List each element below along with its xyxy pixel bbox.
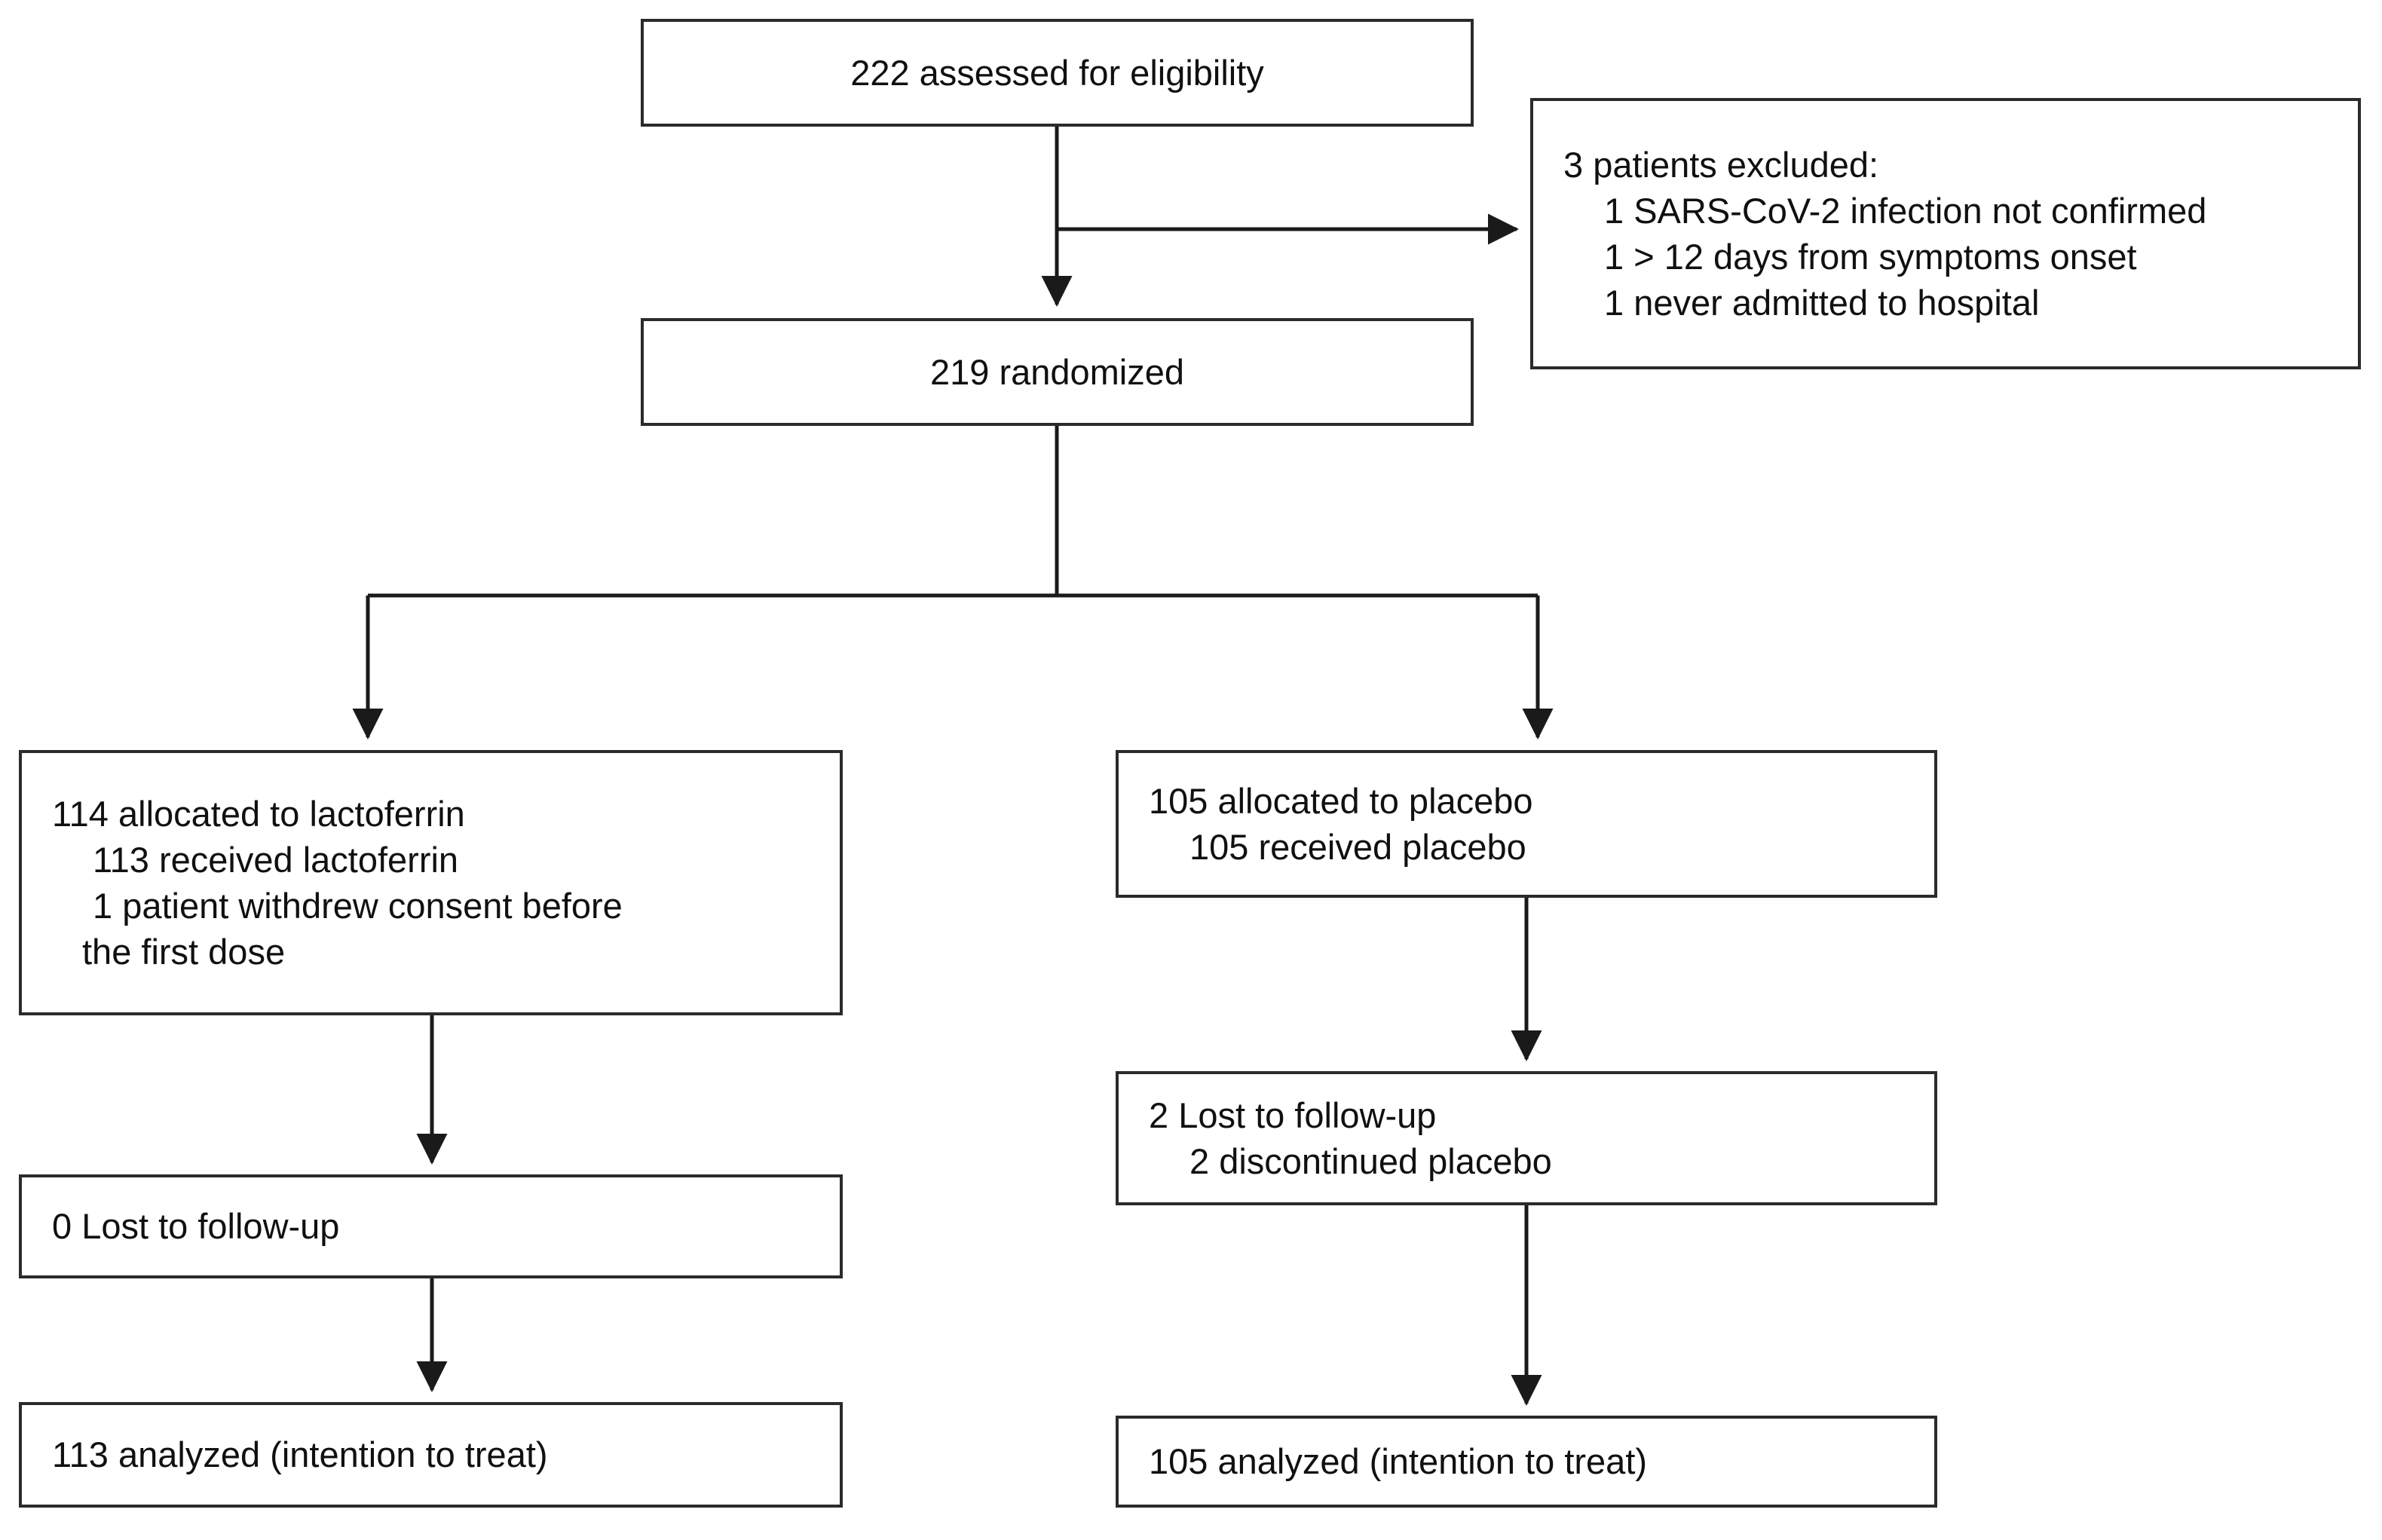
- box-line: 114 allocated to lactoferrin: [52, 793, 465, 834]
- box-line: 105 allocated to placebo: [1149, 780, 1533, 821]
- randomized-box: 219 randomized: [641, 318, 1474, 426]
- box-line: 1 patient withdrew consent before: [93, 886, 623, 926]
- randomized-split-connector: [368, 426, 1538, 598]
- box-line: 105 received placebo: [1189, 827, 1526, 867]
- box-line: 222 assessed for eligibility: [850, 52, 1264, 93]
- box-line: 219 randomized: [929, 351, 1185, 392]
- box-line: 113 analyzed (intention to treat): [52, 1434, 548, 1475]
- box-line: 113 received lactoferrin: [93, 839, 459, 880]
- assessed-for-eligibility-box: 222 assessed for eligibility: [641, 19, 1474, 127]
- box-line: 1 SARS-CoV-2 infection not confirmed: [1604, 190, 2207, 231]
- box-line: 0 Lost to follow-up: [52, 1206, 340, 1247]
- box-line: 3 patients excluded:: [1563, 144, 1879, 185]
- box-line: 105 analyzed (intention to treat): [1149, 1441, 1648, 1482]
- box-line: 2 discontinued placebo: [1189, 1141, 1552, 1181]
- box-line: 1 > 12 days from symptoms onset: [1604, 237, 2137, 277]
- box-line: 2 Lost to follow-up: [1149, 1095, 1437, 1135]
- lost-to-followup-lactoferrin-box: 0 Lost to follow-up: [19, 1174, 843, 1278]
- box-line: the first dose: [82, 932, 286, 972]
- lost-to-followup-placebo-box: 2 Lost to follow-up 2 discontinued place…: [1116, 1071, 1937, 1205]
- analyzed-placebo-box: 105 analyzed (intention to treat): [1116, 1416, 1937, 1508]
- allocated-placebo-box: 105 allocated to placebo 105 received pl…: [1116, 750, 1937, 898]
- analyzed-lactoferrin-box: 113 analyzed (intention to treat): [19, 1402, 843, 1508]
- patients-excluded-box: 3 patients excluded: 1 SARS-CoV-2 infect…: [1530, 98, 2361, 369]
- box-line: 1 never admitted to hospital: [1604, 283, 2040, 323]
- allocated-lactoferrin-box: 114 allocated to lactoferrin 113 receive…: [19, 750, 843, 1015]
